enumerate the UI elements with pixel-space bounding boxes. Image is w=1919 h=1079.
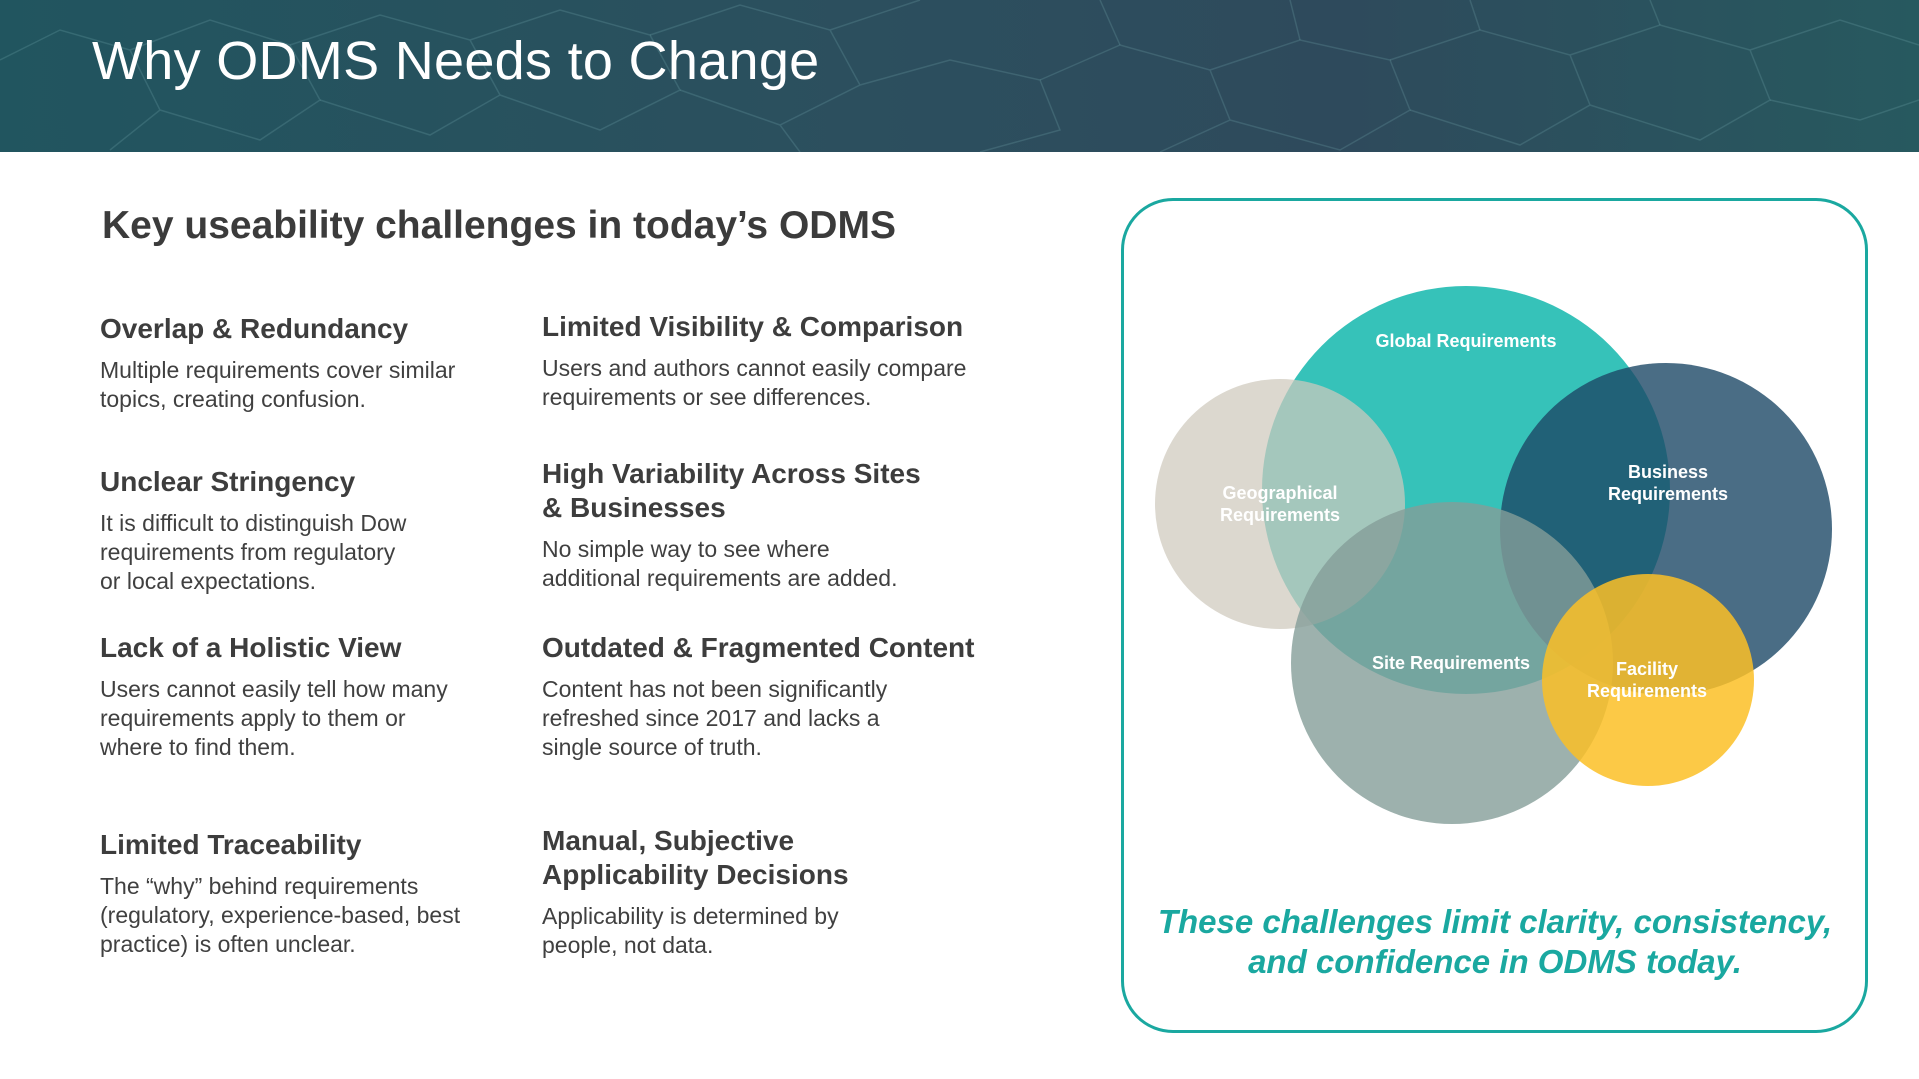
challenge-holistic-view: Lack of a Holistic View Users cannot eas… [100, 631, 550, 762]
label-business-line1: Business [1628, 462, 1708, 482]
label-geographical-line1: Geographical [1222, 483, 1337, 503]
section-subtitle: Key useability challenges in today’s ODM… [102, 204, 896, 247]
header-banner: Why ODMS Needs to Change [0, 0, 1919, 152]
challenge-limited-traceability: Limited Traceability The “why” behind re… [100, 828, 550, 959]
circle-site-requirements [1291, 502, 1613, 824]
venn-panel [1121, 198, 1868, 1033]
hexagon-pattern [0, 0, 1919, 152]
challenge-body: The “why” behind requirements(regulatory… [100, 873, 461, 957]
label-facility-line1: Facility [1616, 659, 1678, 679]
page-title: Why ODMS Needs to Change [92, 31, 820, 91]
challenge-heading: Limited Traceability [100, 829, 362, 860]
challenge-heading: Overlap & Redundancy [100, 313, 409, 344]
challenge-heading: Unclear Stringency [100, 466, 356, 497]
label-business-line2: Requirements [1608, 484, 1728, 504]
challenge-outdated-content: Outdated & Fragmented Content Content ha… [542, 631, 1042, 762]
caption-line-2: and confidence in ODMS today. [1248, 943, 1742, 980]
challenge-heading: Lack of a Holistic View [100, 632, 402, 663]
label-geographical-line2: Requirements [1220, 505, 1340, 525]
venn-caption: These challenges limit clarity, consiste… [1140, 902, 1850, 982]
challenge-heading: Limited Visibility & Comparison [542, 311, 964, 342]
label-site-requirements: Site Requirements [1372, 653, 1530, 673]
label-global-requirements: Global Requirements [1375, 331, 1556, 351]
challenge-overlap-redundancy: Overlap & Redundancy Multiple requiremen… [100, 312, 550, 414]
challenge-high-variability: High Variability Across Sites& Businesse… [542, 457, 992, 593]
challenge-heading: High Variability Across Sites& Businesse… [542, 458, 921, 523]
circle-facility-requirements [1542, 574, 1754, 786]
challenge-limited-visibility: Limited Visibility & Comparison Users an… [542, 310, 1042, 412]
label-facility-line2: Requirements [1587, 681, 1707, 701]
caption-line-1: These challenges limit clarity, consiste… [1157, 903, 1833, 940]
challenge-heading: Outdated & Fragmented Content [542, 632, 975, 663]
challenge-unclear-stringency: Unclear Stringency It is difficult to di… [100, 465, 550, 596]
requirements-venn-diagram: Global Requirements Geographical Require… [1155, 286, 1832, 824]
